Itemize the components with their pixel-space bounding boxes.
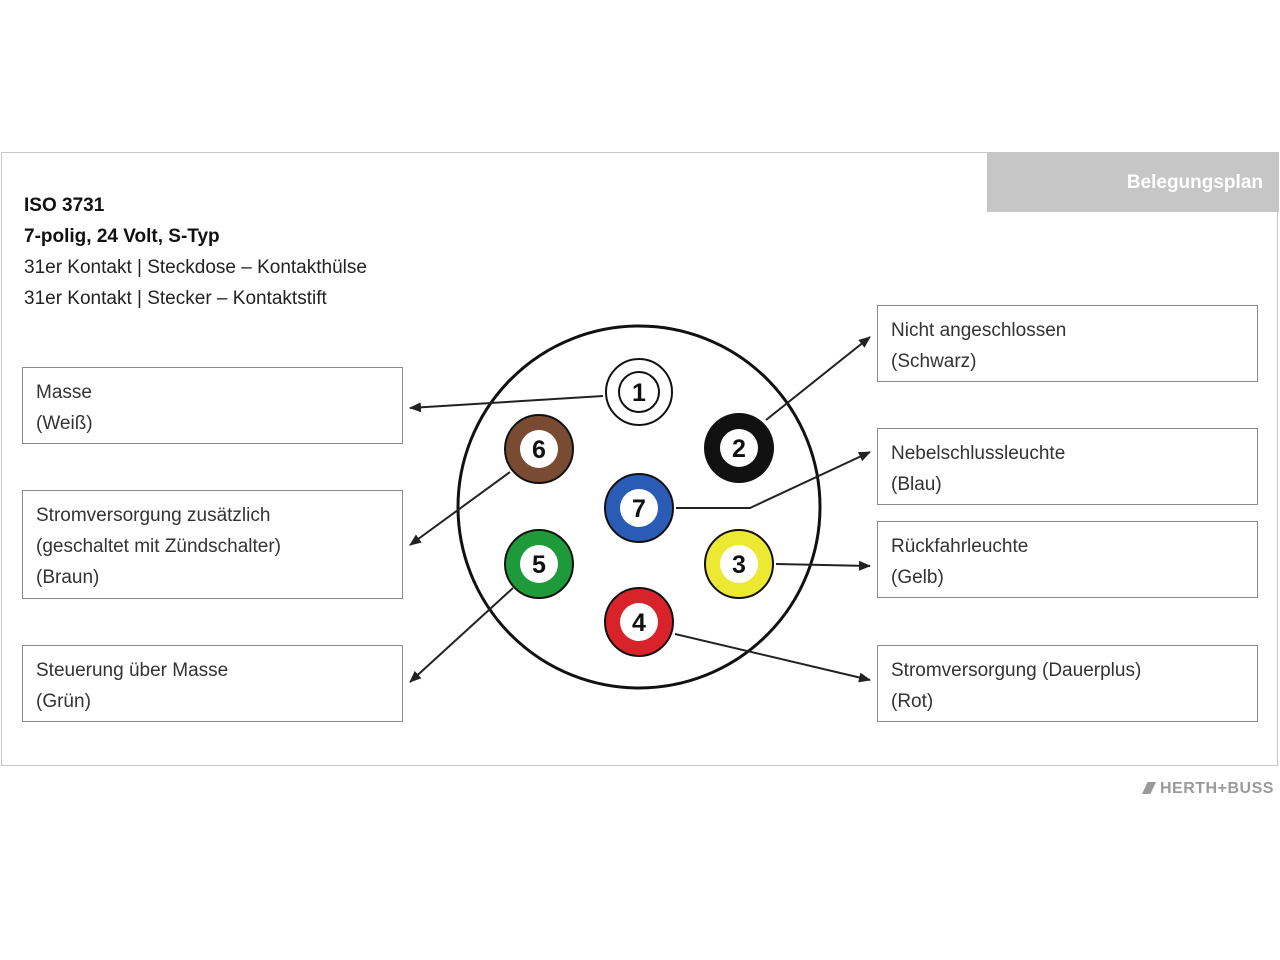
pin-3-function: Rückfahrleuchte	[891, 536, 1029, 557]
pin-2-number: 2	[732, 435, 746, 463]
pin-4-center	[620, 603, 658, 641]
brand-name: HERTH+BUSS	[1160, 780, 1274, 797]
brand-mark-icon	[1142, 782, 1156, 794]
pin-6-number: 6	[532, 436, 546, 464]
pin-5-center	[520, 545, 558, 583]
pin-1-center	[618, 371, 660, 413]
pin-4-label-box: Stromversorgung (Dauerplus) (Rot)	[877, 645, 1258, 722]
pin-6-center	[520, 430, 558, 468]
contact-plug-text: 31er Kontakt | Stecker – Kontaktstift	[24, 288, 327, 309]
pin-7: 7	[604, 473, 674, 543]
brand-logo: HERTH+BUSS	[1142, 780, 1274, 798]
pin-7-center	[620, 489, 658, 527]
pin-4-function: Stromversorgung (Dauerplus)	[891, 660, 1142, 681]
pin-3-wire-color: (Gelb)	[891, 567, 944, 588]
pin-4-number: 4	[632, 609, 646, 637]
pin-5-number: 5	[532, 551, 546, 579]
pin-7-number: 7	[632, 495, 646, 523]
pin-1-wire-color: (Weiß)	[36, 413, 93, 434]
pin-3-center	[720, 545, 758, 583]
pin-1-number: 1	[632, 379, 646, 407]
pin-6-wire-color: (Braun)	[36, 567, 100, 588]
pin-6: 6	[504, 414, 574, 484]
pin-6-label-box: Stromversorgung zusätzlich (geschaltet m…	[22, 490, 403, 599]
pin-1-label-box: Masse (Weiß)	[22, 367, 403, 444]
belegungsplan-tag: Belegungsplan	[987, 152, 1279, 212]
pin-7-wire-color: (Blau)	[891, 474, 942, 495]
pin-4-leader	[674, 633, 871, 683]
pin-7-function: Nebelschlussleuchte	[891, 443, 1066, 464]
pin-6-function-detail: (geschaltet mit Zündschalter)	[36, 536, 281, 557]
pin-3: 3	[704, 529, 774, 599]
pin-6-function: Stromversorgung zusätzlich	[36, 505, 271, 526]
pin-3-number: 3	[732, 551, 746, 579]
pin-2-label-box: Nicht angeschlossen (Schwarz)	[877, 305, 1258, 382]
pin-1: 1	[605, 358, 673, 426]
pin-7-label-box: Nebelschlussleuchte (Blau)	[877, 428, 1258, 505]
pin-5-function: Steuerung über Masse	[36, 660, 229, 681]
pin-7-leader	[676, 451, 871, 509]
pin-2-center	[720, 429, 758, 467]
pin-2-leader	[765, 336, 871, 421]
contact-socket-text: 31er Kontakt | Steckdose – Kontakthülse	[24, 257, 367, 278]
pin-5: 5	[504, 529, 574, 599]
standard-title: ISO 3731	[24, 195, 105, 216]
pin-1-leader	[409, 395, 604, 413]
pin-4-wire-color: (Rot)	[891, 691, 934, 712]
pin-5-label-box: Steuerung über Masse (Grün)	[22, 645, 403, 722]
pin-6-leader	[409, 471, 511, 546]
pin-4: 4	[604, 587, 674, 657]
pin-2: 2	[704, 413, 774, 483]
pin-2-function: Nicht angeschlossen	[891, 320, 1067, 341]
pin-1-function: Masse	[36, 382, 92, 403]
pin-3-leader	[775, 560, 871, 571]
pin-5-wire-color: (Grün)	[36, 691, 91, 712]
variant-title: 7-polig, 24 Volt, S-Typ	[24, 226, 220, 247]
pin-5-leader	[409, 587, 514, 683]
pin-3-label-box: Rückfahrleuchte (Gelb)	[877, 521, 1258, 598]
pin-2-wire-color: (Schwarz)	[891, 351, 977, 372]
